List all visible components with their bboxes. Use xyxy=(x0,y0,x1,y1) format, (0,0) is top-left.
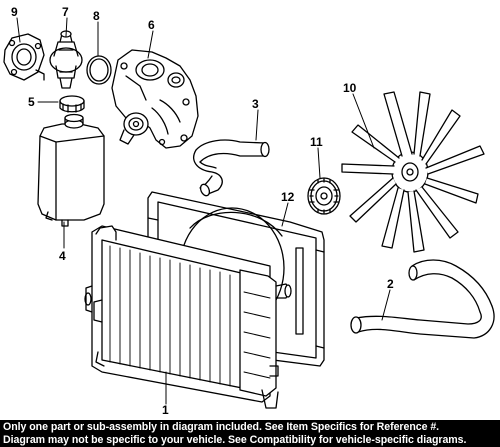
callout-5: 5 xyxy=(28,95,35,109)
callout-2: 2 xyxy=(387,277,394,291)
leader-lines xyxy=(16,17,391,405)
o-ring-gasket-part xyxy=(86,55,112,85)
coolant-reservoir-part xyxy=(37,113,105,227)
callout-1: 1 xyxy=(162,403,169,417)
callout-labels: 9 7 8 6 5 4 3 10 11 12 2 1 xyxy=(11,5,394,417)
callout-12: 12 xyxy=(281,190,295,204)
lower-radiator-hose-part xyxy=(350,259,495,339)
water-pump-part xyxy=(111,49,199,149)
thermostat-part xyxy=(49,30,83,89)
callout-6: 6 xyxy=(148,18,155,32)
fan-clutch-part xyxy=(307,177,341,215)
cooling-system-diagram: 9 7 8 6 5 4 3 10 11 12 2 1 xyxy=(3,5,495,417)
callout-9: 9 xyxy=(11,5,18,19)
callout-10: 10 xyxy=(343,81,357,95)
thermostat-housing-part xyxy=(3,33,45,81)
callout-4: 4 xyxy=(59,249,66,263)
fan-blade-part xyxy=(341,91,485,253)
disclaimer-footer: Only one part or sub-assembly in diagram… xyxy=(0,420,500,447)
disclaimer-line-2: Diagram may not be specific to your vehi… xyxy=(3,434,467,446)
reservoir-cap-part xyxy=(59,95,85,113)
disclaimer-line-1: Only one part or sub-assembly in diagram… xyxy=(3,421,440,433)
callout-7: 7 xyxy=(62,5,69,19)
upper-radiator-hose-part xyxy=(193,139,270,197)
callout-8: 8 xyxy=(93,9,100,23)
callout-11: 11 xyxy=(310,135,323,149)
callout-3: 3 xyxy=(252,97,259,111)
radiator-part xyxy=(84,225,292,409)
